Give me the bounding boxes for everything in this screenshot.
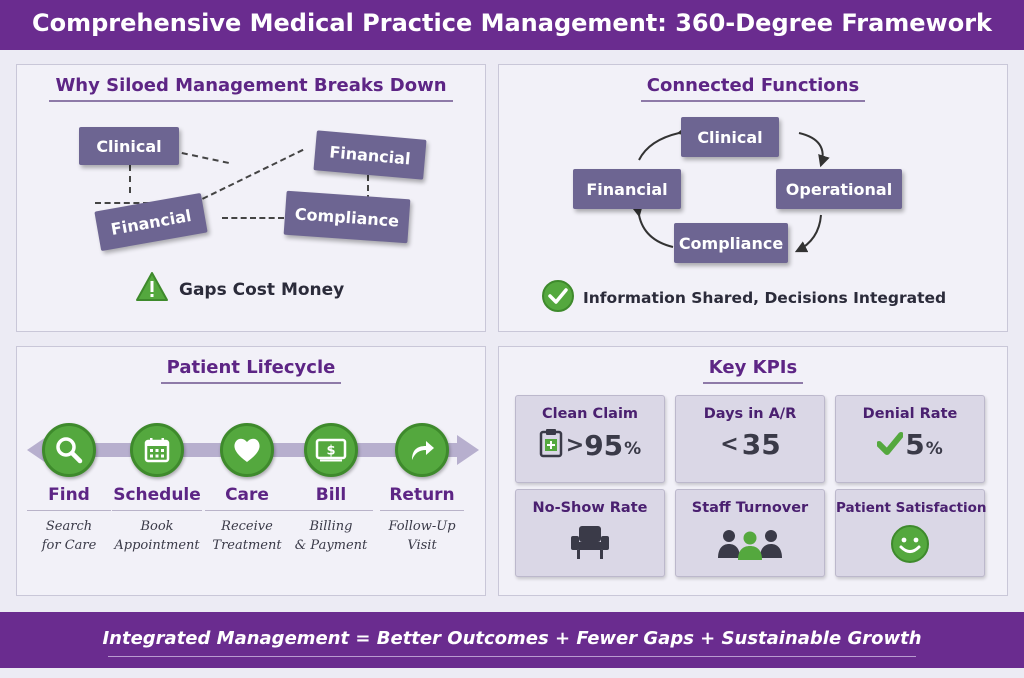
cycle-arrows (631, 124, 830, 253)
financial-box: Financial (573, 169, 681, 209)
page-title: Comprehensive Medical Practice Managemen… (31, 9, 993, 37)
header-banner: Comprehensive Medical Practice Managemen… (0, 0, 1024, 50)
lifecycle-step-care: Care Receive Treatment (197, 423, 297, 555)
dashed-connector (367, 175, 369, 201)
kpi-staff-turnover: Staff Turnover (675, 489, 825, 577)
kpi-patient-satisfaction: Patient Satisfaction (835, 489, 987, 577)
check-circle-icon (541, 279, 575, 317)
dashed-connector (129, 165, 131, 193)
svg-text:$: $ (326, 444, 335, 459)
connected-panel: Connected Functions Clinical Operational… (498, 64, 1008, 332)
kpi-no-show-rate: No-Show Rate (515, 489, 665, 577)
footer-banner: Integrated Management = Better Outcomes … (0, 612, 1024, 668)
kpi-title: Key KPIs (702, 357, 804, 384)
warning-icon (135, 271, 169, 308)
footer-underline (108, 656, 916, 657)
timeline-arrow-right (457, 435, 479, 465)
siloed-caption: Gaps Cost Money (135, 271, 344, 308)
lifecycle-panel: Patient Lifecycle Find Search for Care S… (16, 346, 486, 596)
kpi-panel: Key KPIs Clean Claim > 95 % Days in A/R … (498, 346, 1008, 596)
connected-caption: Information Shared, Decisions Integrated (541, 279, 946, 317)
footer-tagline: Integrated Management = Better Outcomes … (102, 628, 922, 649)
checkmark-icon (876, 431, 905, 459)
compliance-box: Compliance (283, 190, 411, 244)
magnifier-icon (42, 423, 96, 477)
kpi-clean-claim: Clean Claim > 95 % (515, 395, 665, 483)
kpi-days-in-ar: Days in A/R < 35 (675, 395, 825, 483)
compliance-box: Compliance (674, 223, 788, 263)
kpi-denial-rate: Denial Rate 5 % (835, 395, 985, 483)
dashed-connector (222, 217, 284, 219)
calendar-icon (130, 423, 184, 477)
lifecycle-step-find: Find Search for Care (19, 423, 119, 555)
clinical-box: Clinical (79, 127, 179, 165)
smiley-icon (836, 524, 984, 564)
people-icon (676, 524, 824, 560)
lifecycle-title: Patient Lifecycle (160, 357, 342, 384)
heart-icon (220, 423, 274, 477)
lifecycle-step-bill: $ Bill Billing & Payment (281, 423, 381, 555)
clinical-box: Clinical (681, 117, 779, 157)
financial-box: Financial (313, 130, 427, 180)
empty-chair-icon (516, 524, 664, 560)
operational-box: Operational (776, 169, 902, 209)
dollar-bill-icon: $ (304, 423, 358, 477)
claim-form-icon (539, 428, 563, 462)
lifecycle-step-return: Return Follow-Up Visit (372, 423, 472, 555)
lifecycle-step-schedule: Schedule Book Appointment (107, 423, 207, 555)
siloed-title: Why Siloed Management Breaks Down (49, 75, 453, 102)
dashed-connector (181, 152, 229, 164)
dashed-connector (95, 202, 149, 204)
return-arrow-icon (395, 423, 449, 477)
siloed-panel: Why Siloed Management Breaks Down Clinic… (16, 64, 486, 332)
connected-title: Connected Functions (640, 75, 866, 102)
